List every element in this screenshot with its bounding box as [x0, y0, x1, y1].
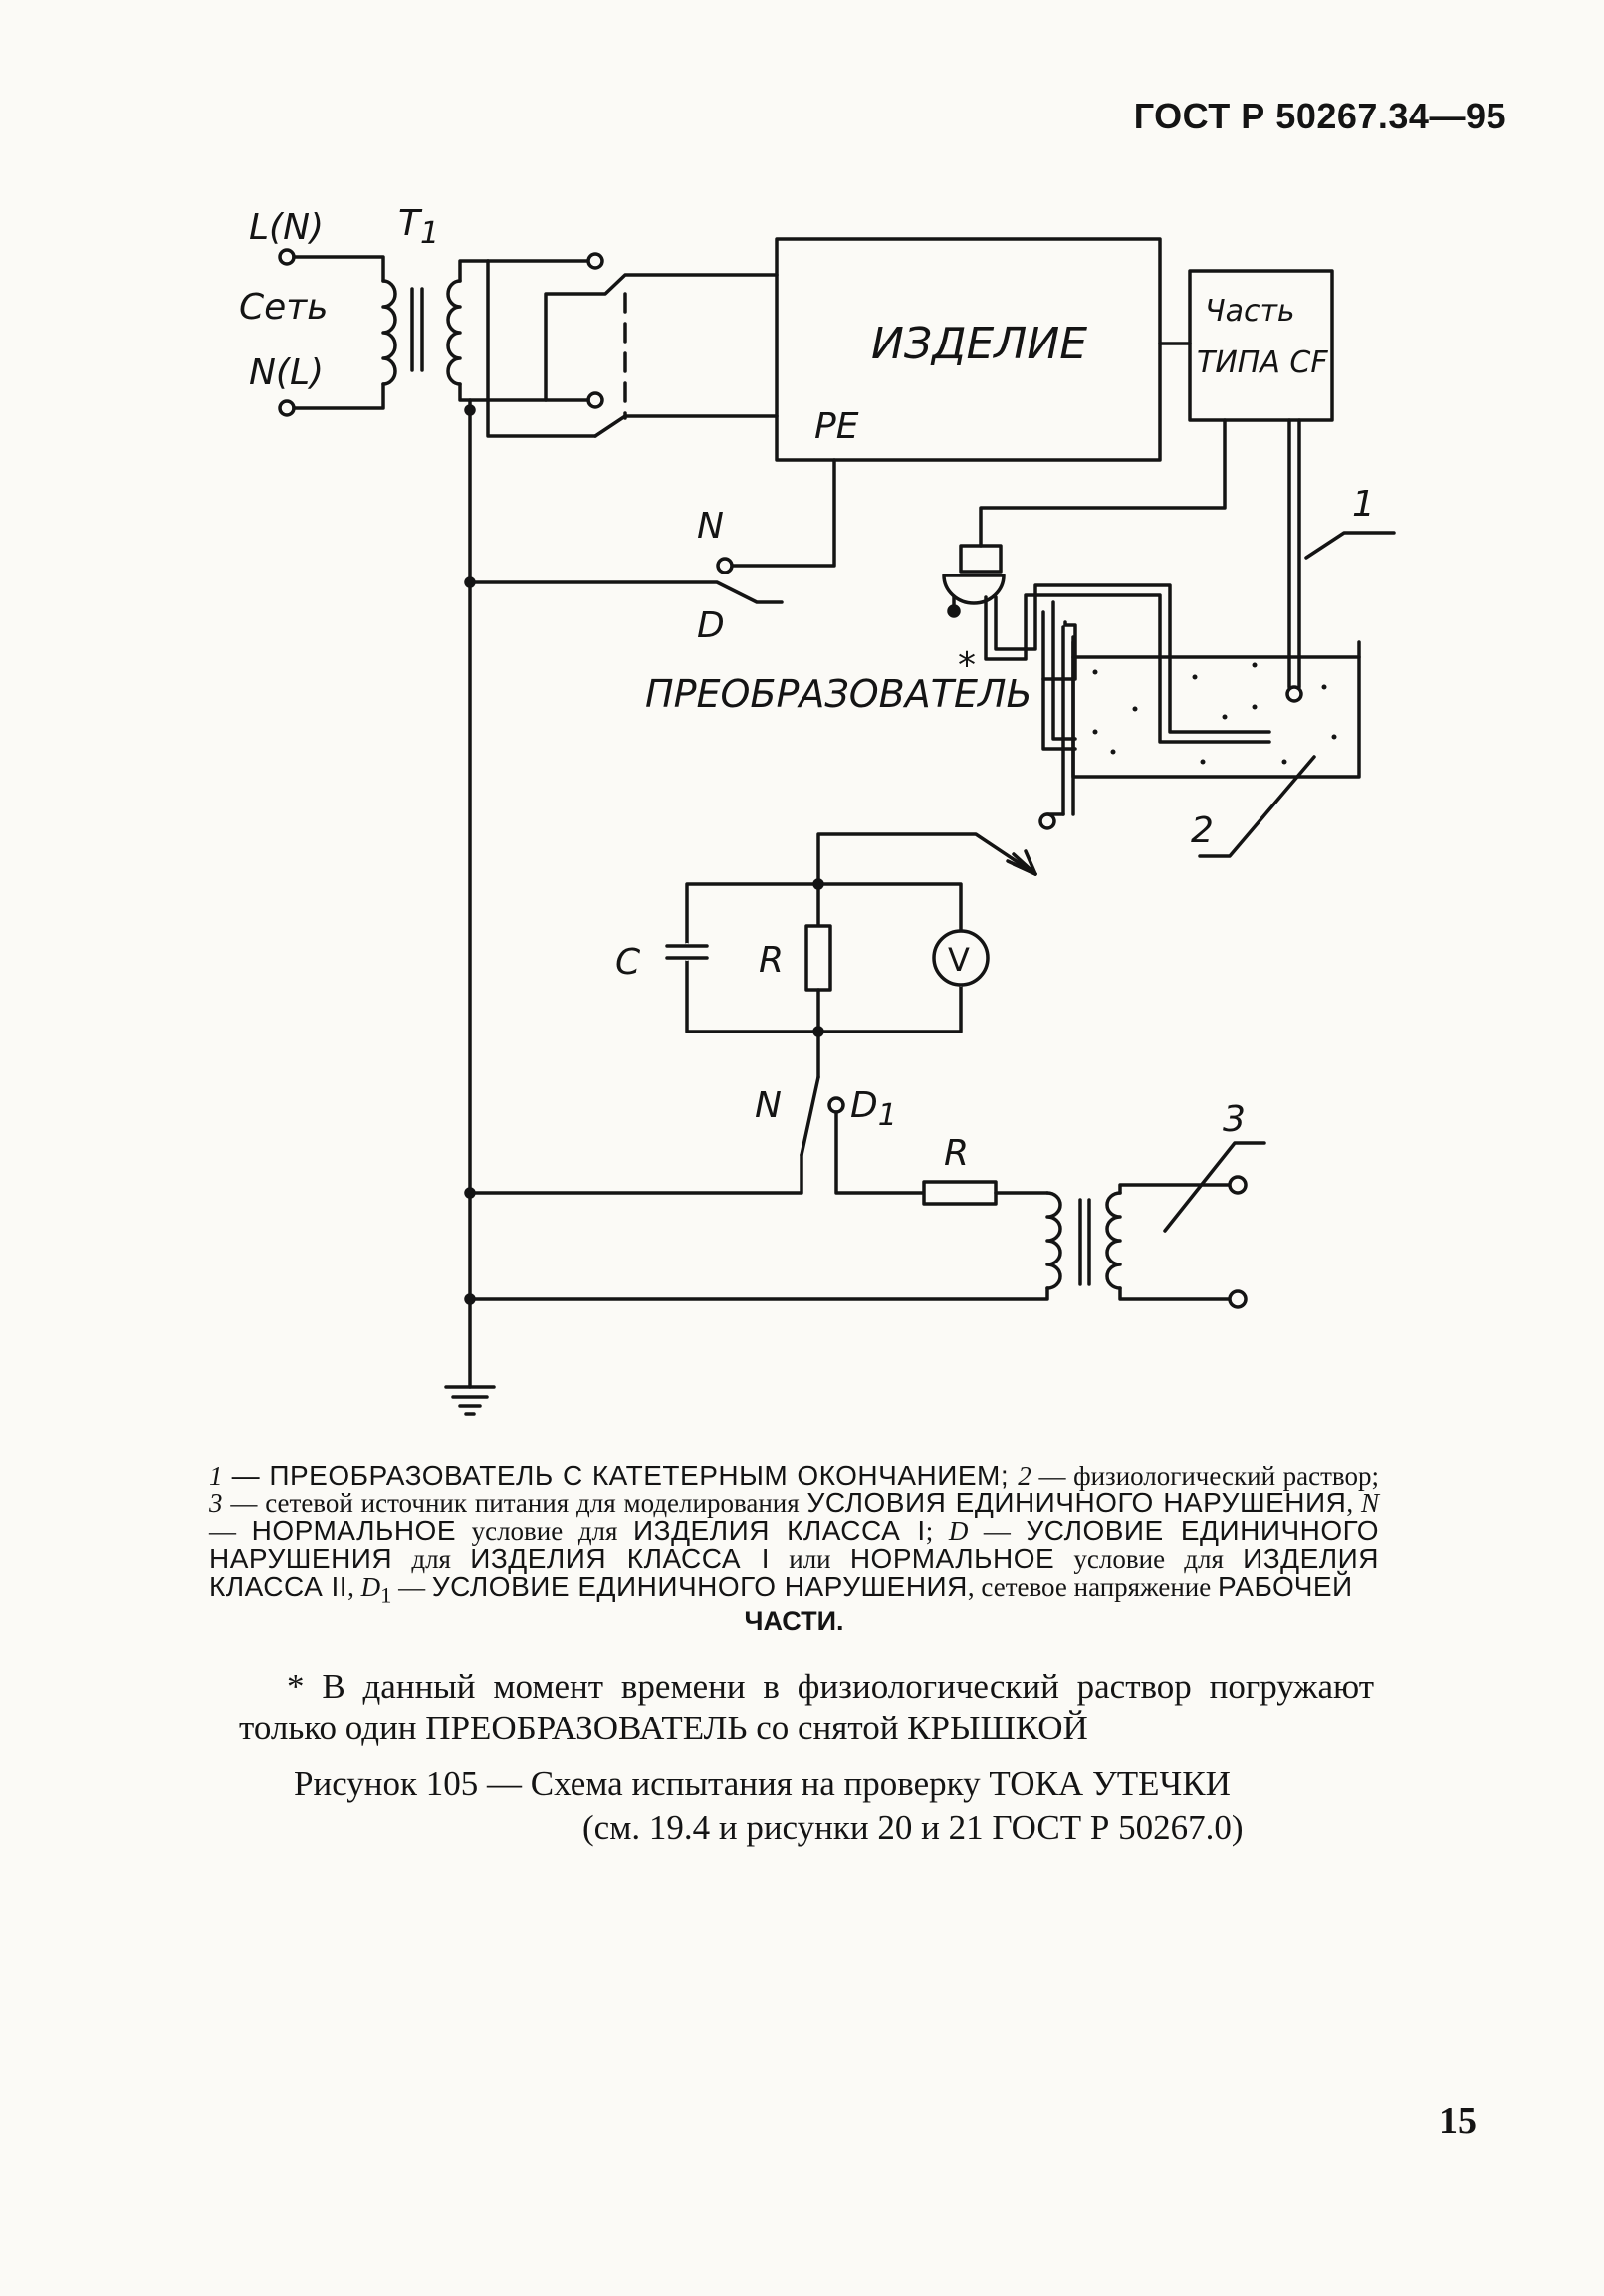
switch-n-d1 — [468, 1030, 1049, 1206]
mains-source-transformer — [468, 1175, 1248, 1309]
primary-winding — [381, 279, 397, 386]
label-switch-d: D — [697, 605, 725, 646]
switch-n-terminal — [716, 557, 734, 574]
probe-terminal — [1038, 812, 1056, 830]
reference-electrode — [1041, 620, 1077, 681]
label-switch2-d1: D1 — [850, 1085, 897, 1133]
label-callout-2: 2 — [1191, 810, 1214, 851]
switch-d1-terminal — [827, 1096, 845, 1114]
saline-vessel — [1071, 640, 1361, 779]
page-number: 15 — [1439, 2100, 1477, 2142]
label-asterisk: * — [958, 645, 976, 686]
legend-paragraph: 1 — ПРЕОБРАЗОВАТЕЛЬ С КАТЕТЕРНЫМ ОКОНЧАН… — [209, 1460, 1380, 1608]
voltmeter — [932, 929, 990, 987]
label-switch2-n: N — [755, 1085, 782, 1126]
source-terminal-upper — [1228, 1175, 1248, 1195]
label-resistor2: R — [944, 1133, 969, 1174]
measuring-device — [665, 832, 1037, 1037]
label-resistor: R — [759, 940, 784, 981]
label-voltmeter: V — [948, 941, 970, 979]
label-l-n: L(N) — [249, 207, 324, 248]
figure-legend: 1 — ПРЕОБРАЗОВАТЕЛЬ С КАТЕТЕРНЫМ ОКОНЧАН… — [209, 1462, 1379, 1635]
mains-input — [278, 248, 397, 417]
figure-caption: Рисунок 105 — Схема испытания на проверк… — [294, 1762, 1379, 1850]
saline-solution — [1092, 662, 1337, 765]
label-switch-n: N — [697, 506, 724, 547]
measuring-resistor — [804, 924, 832, 992]
terminal-l — [278, 248, 296, 266]
isolation-transformer-t1 — [410, 259, 597, 438]
caption-line-1: Рисунок 105 — Схема испытания на проверк… — [294, 1764, 1231, 1803]
supply-switches — [486, 252, 779, 438]
caption-line-2: (см. 19.4 и рисунки 20 и 21 ГОСТ Р 50267… — [582, 1808, 1244, 1847]
label-product: ИЗДЕЛИЕ — [871, 319, 1087, 369]
source-terminal-lower — [1228, 1289, 1248, 1309]
legend-last-line: ЧАСТИ. — [744, 1606, 844, 1637]
label-pe: PE — [814, 406, 859, 447]
callout-2-leader — [1198, 755, 1316, 858]
transducer-dome — [942, 574, 1006, 605]
label-t1: T1 — [398, 203, 439, 251]
switch-terminal-lower — [586, 391, 604, 409]
label-mains: Сеть — [239, 287, 328, 328]
leakage-current-test-circuit: L(N) T1 Сеть N(L) ИЗДЕЛИЕ PE Часть ТИПА … — [239, 203, 1396, 1416]
label-n-l: N(L) — [249, 352, 324, 393]
terminal-n — [278, 399, 296, 417]
label-callout-3: 3 — [1223, 1099, 1246, 1140]
document-number: ГОСТ Р 50267.34—95 — [1133, 96, 1506, 136]
pe-switch — [468, 458, 836, 604]
product-box — [775, 237, 1162, 462]
footnote: * В данный момент времени в физиологичес… — [239, 1667, 1374, 1747]
diagram-labels: L(N) T1 Сеть N(L) ИЗДЕЛИЕ PE Часть ТИПА … — [239, 203, 1375, 1174]
transducer-body — [959, 544, 1003, 574]
switch-terminal-upper — [586, 252, 604, 270]
type-cf-part-box — [1188, 269, 1334, 422]
label-capacitor: C — [615, 942, 641, 983]
callout-1-leader — [1304, 531, 1396, 560]
secondary-winding — [446, 279, 462, 386]
transducer-assembly — [942, 418, 1271, 751]
label-callout-1: 1 — [1352, 484, 1375, 525]
label-type-cf: ТИПА CF — [1197, 345, 1328, 380]
series-resistor — [922, 1180, 998, 1206]
earth-bus — [464, 404, 476, 1389]
label-transducer: ПРЕОБРАЗОВАТЕЛЬ — [645, 672, 1032, 716]
label-part: Часть — [1205, 294, 1295, 329]
callout-3-leader — [1163, 1141, 1266, 1233]
ground-symbol — [444, 1385, 496, 1416]
